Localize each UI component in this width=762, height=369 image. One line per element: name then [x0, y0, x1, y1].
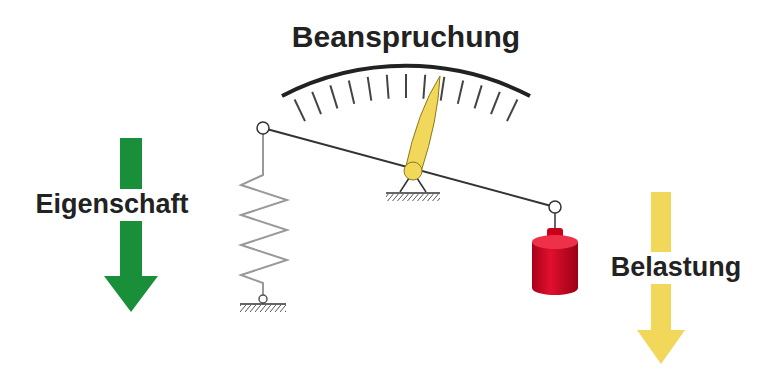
property-label: Eigenschaft	[32, 189, 191, 221]
gauge-tick	[312, 92, 321, 114]
spring	[241, 128, 287, 297]
gauge-ticks	[295, 74, 518, 121]
gauge-tick	[330, 85, 337, 108]
gauge-tick	[295, 100, 305, 122]
lever	[263, 128, 555, 207]
gauge-needle	[405, 76, 440, 172]
gauge-tick	[475, 85, 482, 108]
gauge-tick	[368, 77, 372, 101]
gauge-tick	[441, 77, 445, 101]
weight	[532, 228, 578, 295]
gauge-tick	[507, 100, 517, 122]
gauge-tick	[458, 81, 463, 104]
property-arrow	[104, 138, 158, 312]
gauge-title: Beanspruchung	[289, 19, 523, 54]
gauge-tick	[491, 92, 500, 114]
gauge-tick	[423, 75, 425, 99]
gauge-tick	[387, 75, 389, 99]
gauge-tick	[349, 81, 354, 104]
gauge-tick	[405, 74, 407, 98]
load-label: Belastung	[608, 252, 745, 284]
ground-hatch	[240, 305, 286, 312]
